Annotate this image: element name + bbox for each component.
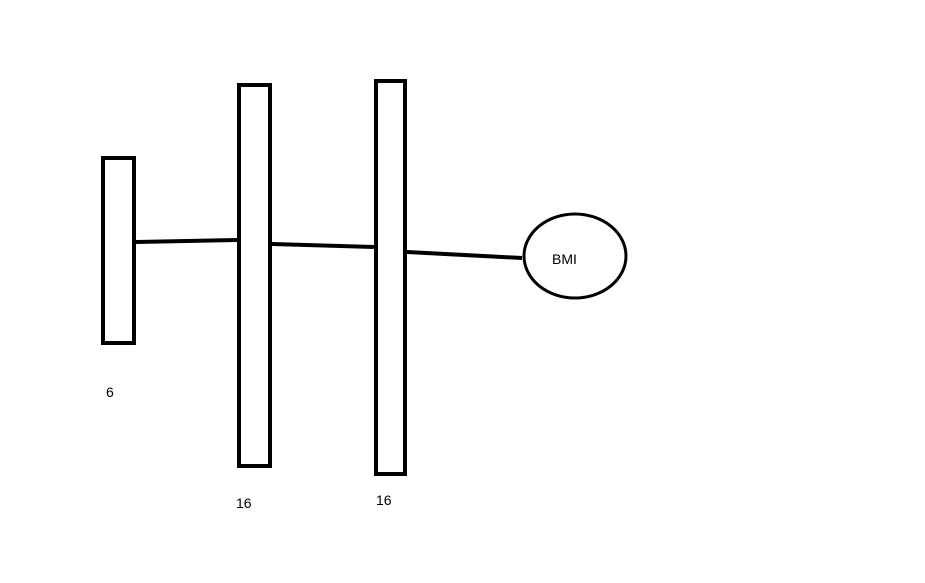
- connector-input-to-hidden-1: [135, 238, 238, 244]
- input-layer-box: [101, 156, 136, 345]
- hidden-layer-2-box: [374, 79, 407, 476]
- hidden-layer-1-box: [237, 83, 272, 468]
- connector-hidden-2-to-output: [406, 250, 523, 260]
- connector-hidden-1-to-hidden-2: [271, 242, 375, 249]
- input-layer-size-label: 6: [106, 384, 114, 400]
- output-label: BMI: [552, 251, 577, 267]
- output-node: [522, 212, 628, 300]
- hidden-layer-1-size-label: 16: [236, 495, 252, 511]
- hidden-layer-2-size-label: 16: [376, 492, 392, 508]
